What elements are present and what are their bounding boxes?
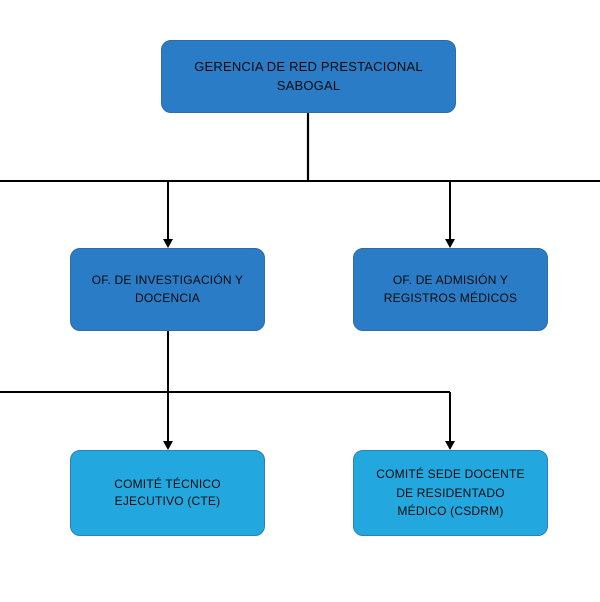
csdrm-label: COMITÉ SEDE DOCENTE DE RESIDENTADO MÉDIC… — [376, 467, 525, 519]
investigacion-label: OF. DE INVESTIGACIÓN Y DOCENCIA — [91, 273, 244, 305]
arrowhead-admision — [445, 239, 455, 248]
node-comite-tecnico: COMITÉ TÉCNICO EJECUTIVO (CTE) — [70, 450, 265, 536]
arrowhead-cte — [163, 441, 173, 450]
root-node-gerencia: GERENCIA DE RED PRESTACIONAL SABOGAL — [161, 40, 456, 113]
arrowhead-investigacion — [163, 239, 173, 248]
node-investigacion-docencia: OF. DE INVESTIGACIÓN Y DOCENCIA — [70, 248, 265, 331]
node-admision-registros: OF. DE ADMISIÓN Y REGISTROS MÉDICOS — [353, 248, 548, 331]
root-node-label: GERENCIA DE RED PRESTACIONAL SABOGAL — [194, 58, 423, 93]
cte-label: COMITÉ TÉCNICO EJECUTIVO (CTE) — [114, 476, 221, 508]
node-comite-sede-docente: COMITÉ SEDE DOCENTE DE RESIDENTADO MÉDIC… — [353, 450, 548, 536]
admision-label: OF. DE ADMISIÓN Y REGISTROS MÉDICOS — [383, 273, 518, 305]
arrowhead-csdrm — [445, 441, 455, 450]
